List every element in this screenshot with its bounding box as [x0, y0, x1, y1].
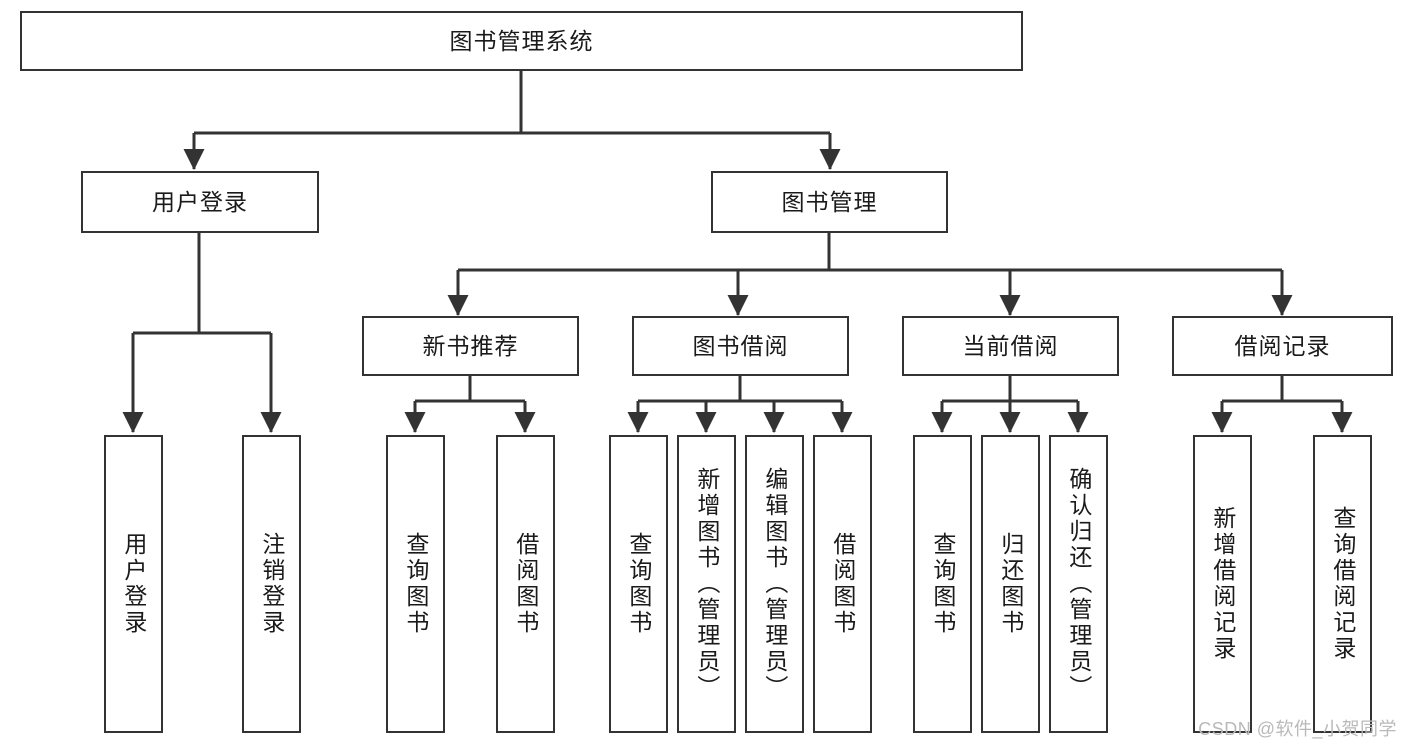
node-label: 确认归还（管理员）	[1065, 467, 1092, 701]
node-book-management[interactable]: 图书管理	[711, 171, 948, 233]
node-current-borrow[interactable]: 当前借阅	[902, 316, 1119, 376]
node-leaf-borrow-record-query[interactable]: 查询借阅记录	[1313, 435, 1372, 733]
node-label: 查询图书	[625, 532, 652, 636]
node-label: 查询图书	[929, 532, 956, 636]
node-label: 查询图书	[402, 532, 429, 636]
node-label: 借阅记录	[1234, 332, 1331, 359]
node-leaf-user-login-logout[interactable]: 注销登录	[242, 435, 301, 733]
node-label: 新增图书（管理员）	[693, 467, 720, 701]
node-root-book-management-system[interactable]: 图书管理系统	[20, 11, 1023, 71]
node-leaf-book-borrow-borrow[interactable]: 借阅图书	[813, 435, 872, 733]
node-leaf-borrow-record-add[interactable]: 新增借阅记录	[1193, 435, 1252, 733]
node-leaf-current-borrow-query[interactable]: 查询图书	[913, 435, 972, 733]
node-leaf-book-borrow-query[interactable]: 查询图书	[609, 435, 668, 733]
node-label: 借阅图书	[829, 532, 856, 636]
node-label: 图书借阅	[692, 332, 789, 359]
node-label: 借阅图书	[512, 532, 539, 636]
node-leaf-book-borrow-add[interactable]: 新增图书（管理员）	[677, 435, 736, 733]
node-label: 编辑图书（管理员）	[761, 467, 788, 701]
node-leaf-user-login-login[interactable]: 用户登录	[104, 435, 163, 733]
node-label: 图书管理系统	[449, 27, 594, 54]
node-label: 新增借阅记录	[1209, 506, 1236, 662]
node-label: 注销登录	[258, 532, 285, 636]
node-label: 当前借阅	[962, 332, 1059, 359]
node-label: 新书推荐	[422, 332, 519, 359]
node-label: 查询借阅记录	[1329, 506, 1356, 662]
node-leaf-current-borrow-return[interactable]: 归还图书	[981, 435, 1040, 733]
node-leaf-book-borrow-edit[interactable]: 编辑图书（管理员）	[745, 435, 804, 733]
node-label: 归还图书	[997, 532, 1024, 636]
node-label: 用户登录	[120, 532, 147, 636]
node-new-book-recommend[interactable]: 新书推荐	[362, 316, 579, 376]
node-label: 用户登录	[152, 188, 248, 215]
node-book-borrow[interactable]: 图书借阅	[632, 316, 849, 376]
node-leaf-new-book-borrow[interactable]: 借阅图书	[496, 435, 555, 733]
node-user-login[interactable]: 用户登录	[81, 171, 319, 233]
node-leaf-new-book-query[interactable]: 查询图书	[386, 435, 445, 733]
node-leaf-current-borrow-confirm-return[interactable]: 确认归还（管理员）	[1049, 435, 1108, 733]
node-label: 图书管理	[781, 188, 878, 215]
node-borrow-record[interactable]: 借阅记录	[1172, 316, 1393, 376]
